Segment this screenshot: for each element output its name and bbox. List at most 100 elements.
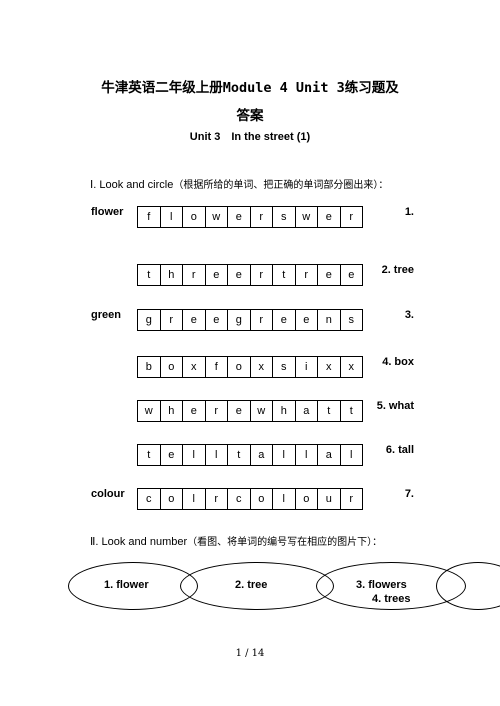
row-7-answer: 7. [404, 488, 414, 500]
letter-cell[interactable]: e [228, 401, 251, 421]
section-1-instruction: （根据所给的单词、把正确的单词部分圈出来）： [173, 180, 389, 191]
letter-grid-row-3: g r e e g r e e n s [137, 309, 363, 331]
letter-cell[interactable]: n [318, 310, 341, 330]
word-oval-4 [436, 562, 500, 610]
word-tree: 2. tree [235, 579, 268, 591]
letter-cell[interactable]: l [350, 449, 353, 461]
letter-cell[interactable]: e [183, 310, 206, 330]
letter-cell[interactable]: w [296, 207, 318, 227]
letter-cell[interactable]: f [206, 357, 228, 377]
row-5-answer: 5. what [376, 400, 414, 412]
letter-cell[interactable]: c [228, 489, 251, 509]
letter-cell[interactable]: t [349, 405, 353, 417]
letter-cell[interactable]: b [138, 357, 161, 377]
letter-cell[interactable]: r [251, 207, 273, 227]
row-7-hint: colour [91, 488, 125, 500]
letter-cell[interactable]: i [296, 357, 318, 377]
letter-cell[interactable]: e [206, 265, 228, 285]
letter-cell[interactable]: t [273, 265, 296, 285]
letter-cell[interactable]: o [296, 489, 318, 509]
letter-cell[interactable]: u [318, 489, 341, 509]
letter-cell[interactable]: r [349, 493, 354, 505]
letter-cell[interactable]: o [251, 489, 273, 509]
letter-cell[interactable]: o [161, 489, 183, 509]
letter-cell[interactable]: t [138, 445, 161, 465]
letter-cell[interactable]: l [161, 207, 183, 227]
letter-cell[interactable]: e [183, 401, 206, 421]
letter-cell[interactable]: e [348, 269, 355, 281]
page-number: 1 / 14 [235, 648, 265, 659]
letter-cell[interactable]: w [206, 207, 228, 227]
letter-cell[interactable]: r [251, 310, 273, 330]
letter-grid-row-2: t h r e e r t r e e [137, 264, 363, 286]
letter-cell[interactable]: x [183, 357, 206, 377]
letter-cell[interactable]: s [348, 314, 355, 326]
row-3-hint: green [91, 309, 121, 321]
letter-cell[interactable]: r [349, 211, 354, 223]
letter-cell[interactable]: l [273, 489, 296, 509]
letter-grid-row-4: b o x f o x s i x x [137, 356, 363, 378]
letter-cell[interactable]: e [318, 207, 341, 227]
letter-cell[interactable]: r [296, 265, 318, 285]
letter-cell[interactable]: r [183, 265, 206, 285]
letter-grid-row-7: c o l r c o l o u r [137, 488, 363, 510]
row-6-answer: 6. tall [385, 444, 414, 456]
letter-cell[interactable]: l [273, 445, 296, 465]
section-2-label: Ⅱ. Look and number [90, 536, 188, 548]
row-1-answer: 1. [404, 206, 414, 218]
row-2-answer: 2. tree [381, 264, 414, 276]
section-2-instruction: （看图、将单词的编号写在相应的图片下）： [187, 537, 383, 548]
section-1-label: Ⅰ. Look and circle [90, 179, 174, 191]
letter-cell[interactable]: o [183, 207, 206, 227]
letter-cell[interactable]: t [228, 445, 251, 465]
letter-cell[interactable]: e [296, 310, 318, 330]
word-flower: 1. flower [104, 579, 149, 591]
letter-cell[interactable]: h [161, 265, 183, 285]
letter-cell[interactable]: t [138, 265, 161, 285]
letter-cell[interactable]: r [206, 489, 228, 509]
section-1-heading: Ⅰ. Look and circle（根据所给的单词、把正确的单词部分圈出来）： [90, 176, 388, 191]
letter-cell[interactable]: w [138, 401, 161, 421]
letter-cell[interactable]: x [348, 361, 355, 373]
letter-cell[interactable]: c [138, 489, 161, 509]
section-2-heading: Ⅱ. Look and number（看图、将单词的编号写在相应的图片下）： [90, 533, 382, 548]
letter-grid-row-5: w h e r e w h a t t [137, 400, 363, 422]
word-trees: 4. trees [372, 593, 411, 605]
letter-cell[interactable]: e [228, 207, 251, 227]
letter-cell[interactable]: o [161, 357, 183, 377]
letter-cell[interactable]: r [206, 401, 228, 421]
letter-cell[interactable]: l [296, 445, 318, 465]
letter-cell[interactable]: r [161, 310, 183, 330]
letter-cell[interactable]: w [251, 401, 273, 421]
document-title-line1: 牛津英语二年级上册Module 4 Unit 3练习题及 [101, 80, 399, 96]
letter-cell[interactable]: g [228, 310, 251, 330]
letter-cell[interactable]: e [318, 265, 341, 285]
letter-cell[interactable]: e [273, 310, 296, 330]
letter-cell[interactable]: s [273, 207, 296, 227]
letter-cell[interactable]: g [138, 310, 161, 330]
letter-cell[interactable]: s [273, 357, 296, 377]
letter-cell[interactable]: e [206, 310, 228, 330]
letter-cell[interactable]: f [138, 207, 161, 227]
letter-cell[interactable]: h [161, 401, 183, 421]
letter-cell[interactable]: a [318, 445, 341, 465]
letter-cell[interactable]: l [183, 489, 206, 509]
letter-cell[interactable]: a [251, 445, 273, 465]
letter-cell[interactable]: h [273, 401, 296, 421]
unit-subtitle: Unit 3 In the street (1) [189, 131, 311, 143]
letter-cell[interactable]: t [318, 401, 341, 421]
letter-cell[interactable]: x [251, 357, 273, 377]
letter-cell[interactable]: a [296, 401, 318, 421]
letter-grid-row-1: f l o w e r s w e r [137, 206, 363, 228]
letter-cell[interactable]: e [228, 265, 251, 285]
row-1-hint: flower [91, 206, 124, 218]
letter-cell[interactable]: e [161, 445, 183, 465]
letter-cell[interactable]: l [206, 445, 228, 465]
row-4-answer: 4. box [382, 356, 414, 368]
letter-cell[interactable]: x [318, 357, 341, 377]
letter-cell[interactable]: o [228, 357, 251, 377]
row-3-answer: 3. [404, 309, 414, 321]
letter-cell[interactable]: l [183, 445, 206, 465]
document-title-line2: 答案 [236, 108, 264, 124]
letter-cell[interactable]: r [251, 265, 273, 285]
